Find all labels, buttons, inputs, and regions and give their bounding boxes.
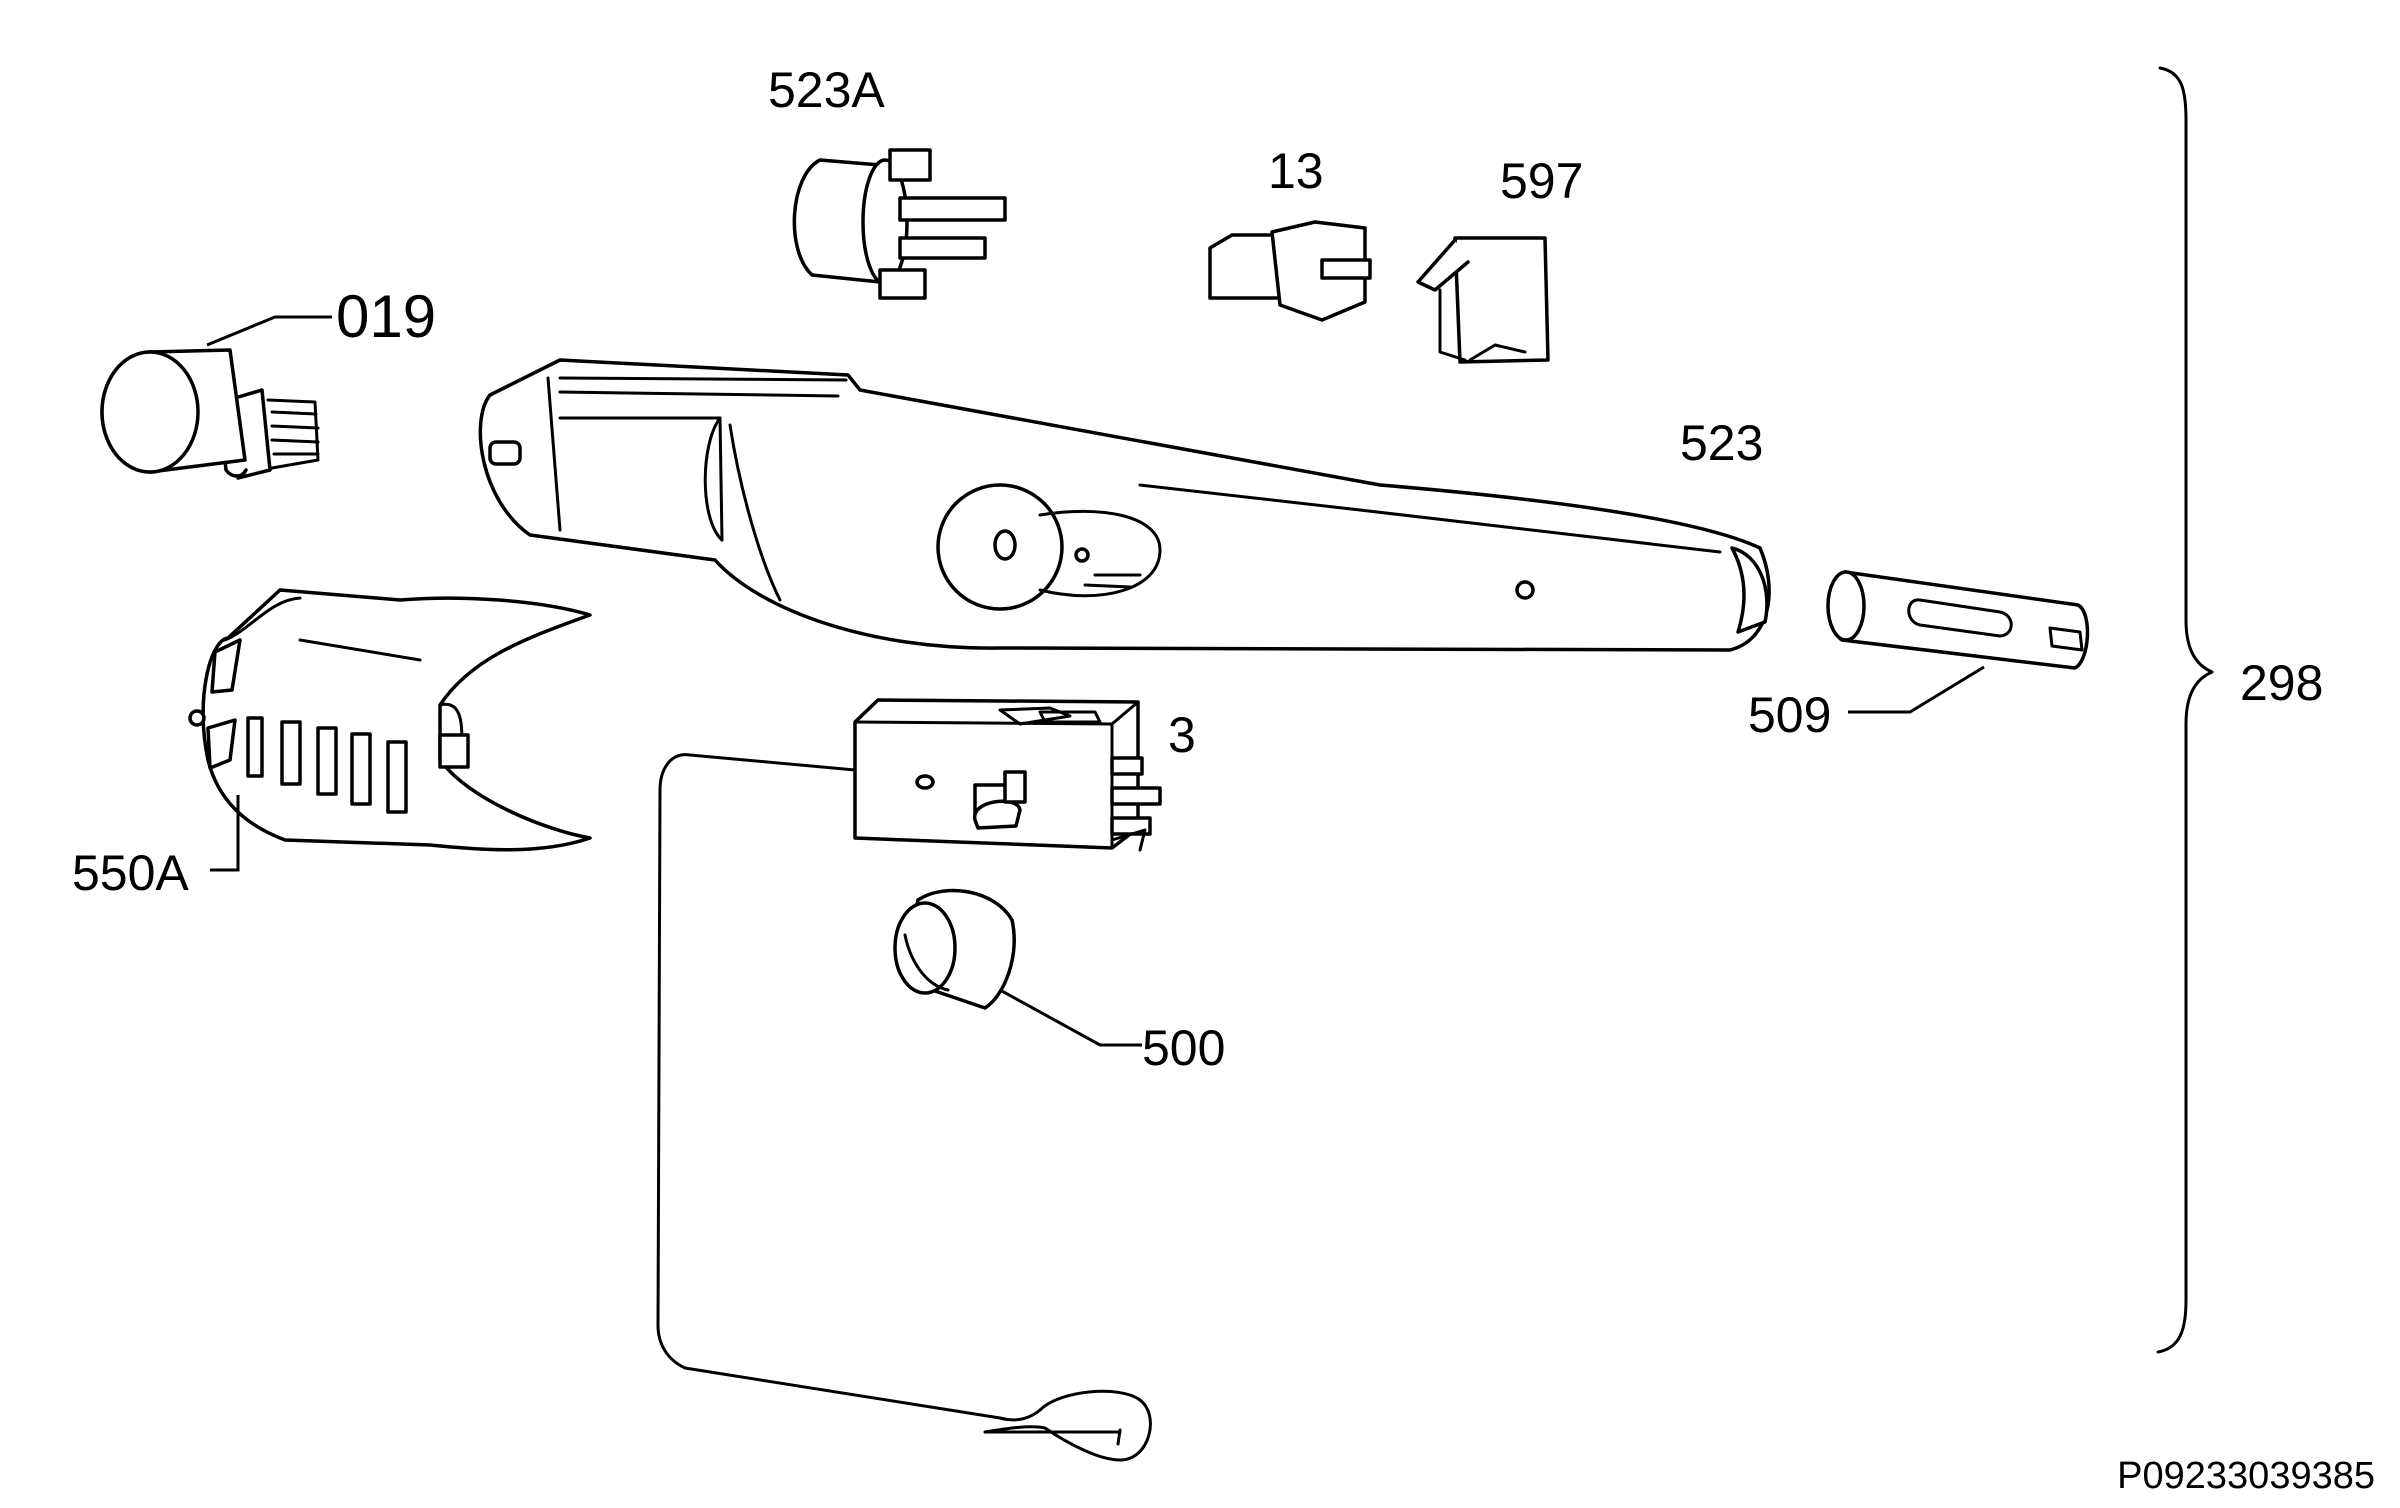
part-019-bulb[interactable] <box>100 348 320 480</box>
part-3-thermostat[interactable] <box>656 698 1162 1462</box>
part-550a-lamp-cover[interactable] <box>188 588 592 852</box>
label-019: 019 <box>336 283 436 350</box>
part-13-switch[interactable] <box>1208 220 1372 322</box>
part-523a-lamp-holder[interactable] <box>792 148 1007 300</box>
part-597-clip[interactable] <box>1416 236 1550 364</box>
leader-019 <box>206 315 332 347</box>
part-509-end-cap[interactable] <box>1826 570 2090 670</box>
label-3: 3 <box>1168 707 1196 763</box>
label-509: 509 <box>1748 687 1831 743</box>
label-550a: 550A <box>72 845 189 901</box>
label-13: 13 <box>1268 143 1324 199</box>
assembly-bracket <box>2156 66 2214 1354</box>
leader-500 <box>999 988 1142 1047</box>
part-500-knob-ring[interactable] <box>893 888 1016 1010</box>
label-523: 523 <box>1680 415 1763 471</box>
label-597: 597 <box>1500 153 1583 209</box>
label-523a: 523A <box>768 62 885 118</box>
leader-550a <box>210 795 240 872</box>
label-298: 298 <box>2240 655 2323 711</box>
label-500: 500 <box>1142 1020 1225 1076</box>
drawing-code: P09233039385 <box>2117 1455 2375 1497</box>
part-523-housing[interactable] <box>478 358 1771 652</box>
leader-509 <box>1848 665 1985 714</box>
